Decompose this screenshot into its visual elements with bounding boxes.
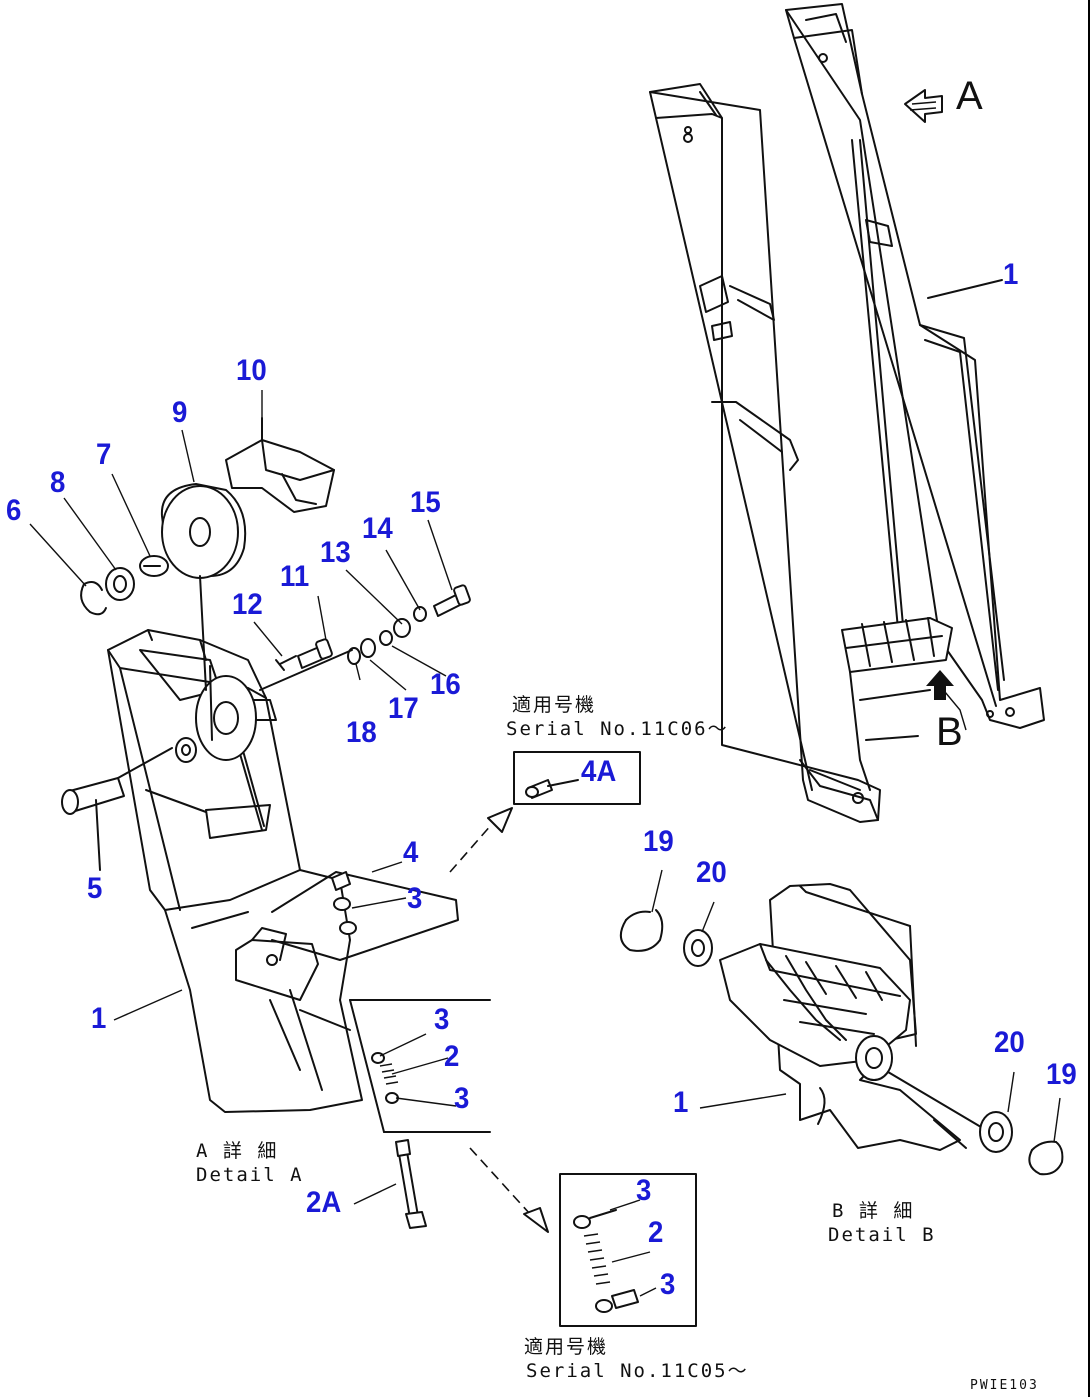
callout-10: 10 <box>236 354 267 387</box>
callout-2a: 2A <box>306 1186 342 1219</box>
callout-14: 14 <box>362 512 393 545</box>
view-label-b: B <box>936 710 963 754</box>
callout-5: 5 <box>87 872 103 905</box>
callout-12: 12 <box>232 588 263 621</box>
callout-17: 17 <box>388 692 419 725</box>
callout-4a: 4A <box>581 755 617 788</box>
serial-box-4a <box>513 751 641 805</box>
serial-4a-jp: 適用号機 <box>512 694 597 716</box>
detail-b-en: Detail B <box>828 1224 936 1246</box>
drawing-code: PWIE103 <box>970 1378 1039 1393</box>
callout-16: 16 <box>430 668 461 701</box>
callout-20-left: 20 <box>696 856 727 889</box>
callout-11: 11 <box>280 560 310 593</box>
detail-a-en: Detail A <box>196 1164 304 1186</box>
callout-19-left: 19 <box>643 825 674 858</box>
callout-7: 7 <box>96 438 112 471</box>
detail-a-drawing <box>61 417 491 1229</box>
callout-1-detail-a: 1 <box>91 1002 107 1035</box>
callout-9: 9 <box>172 396 188 429</box>
detail-b-jp: B 詳 細 <box>832 1200 915 1222</box>
callout-3-box-top: 3 <box>636 1174 652 1207</box>
callout-3-box-bottom: 3 <box>660 1268 676 1301</box>
callout-15: 15 <box>410 486 441 519</box>
callout-4: 4 <box>403 836 419 869</box>
serial-2-en: Serial No.11C05～ <box>526 1360 749 1382</box>
callout-6: 6 <box>6 494 22 527</box>
callout-3-bracket-top: 3 <box>434 1003 450 1036</box>
detail-a-jp: A 詳 細 <box>196 1140 279 1162</box>
callout-19-right: 19 <box>1046 1058 1077 1091</box>
callout-1-main: 1 <box>1003 258 1019 291</box>
callout-13: 13 <box>320 536 351 569</box>
serial-2-jp: 適用号機 <box>524 1336 609 1358</box>
callout-3-bracket-bottom: 3 <box>454 1082 470 1115</box>
callout-2-serial-box: 2 <box>648 1216 664 1249</box>
serial-4a-en: Serial No.11C06～ <box>506 718 729 740</box>
callout-2-detail-a: 2 <box>444 1040 460 1073</box>
view-label-a: A <box>956 74 983 118</box>
callout-20-right: 20 <box>994 1026 1025 1059</box>
ladder-frame-assembly <box>649 3 1045 823</box>
detail-b-drawing <box>619 883 1064 1176</box>
callout-3-upper: 3 <box>407 882 423 915</box>
callout-8: 8 <box>50 466 66 499</box>
callout-18: 18 <box>346 716 377 749</box>
serial-box-2 <box>559 1173 697 1327</box>
leader-lines <box>29 390 1061 1297</box>
callout-1-detail-b: 1 <box>673 1086 689 1119</box>
